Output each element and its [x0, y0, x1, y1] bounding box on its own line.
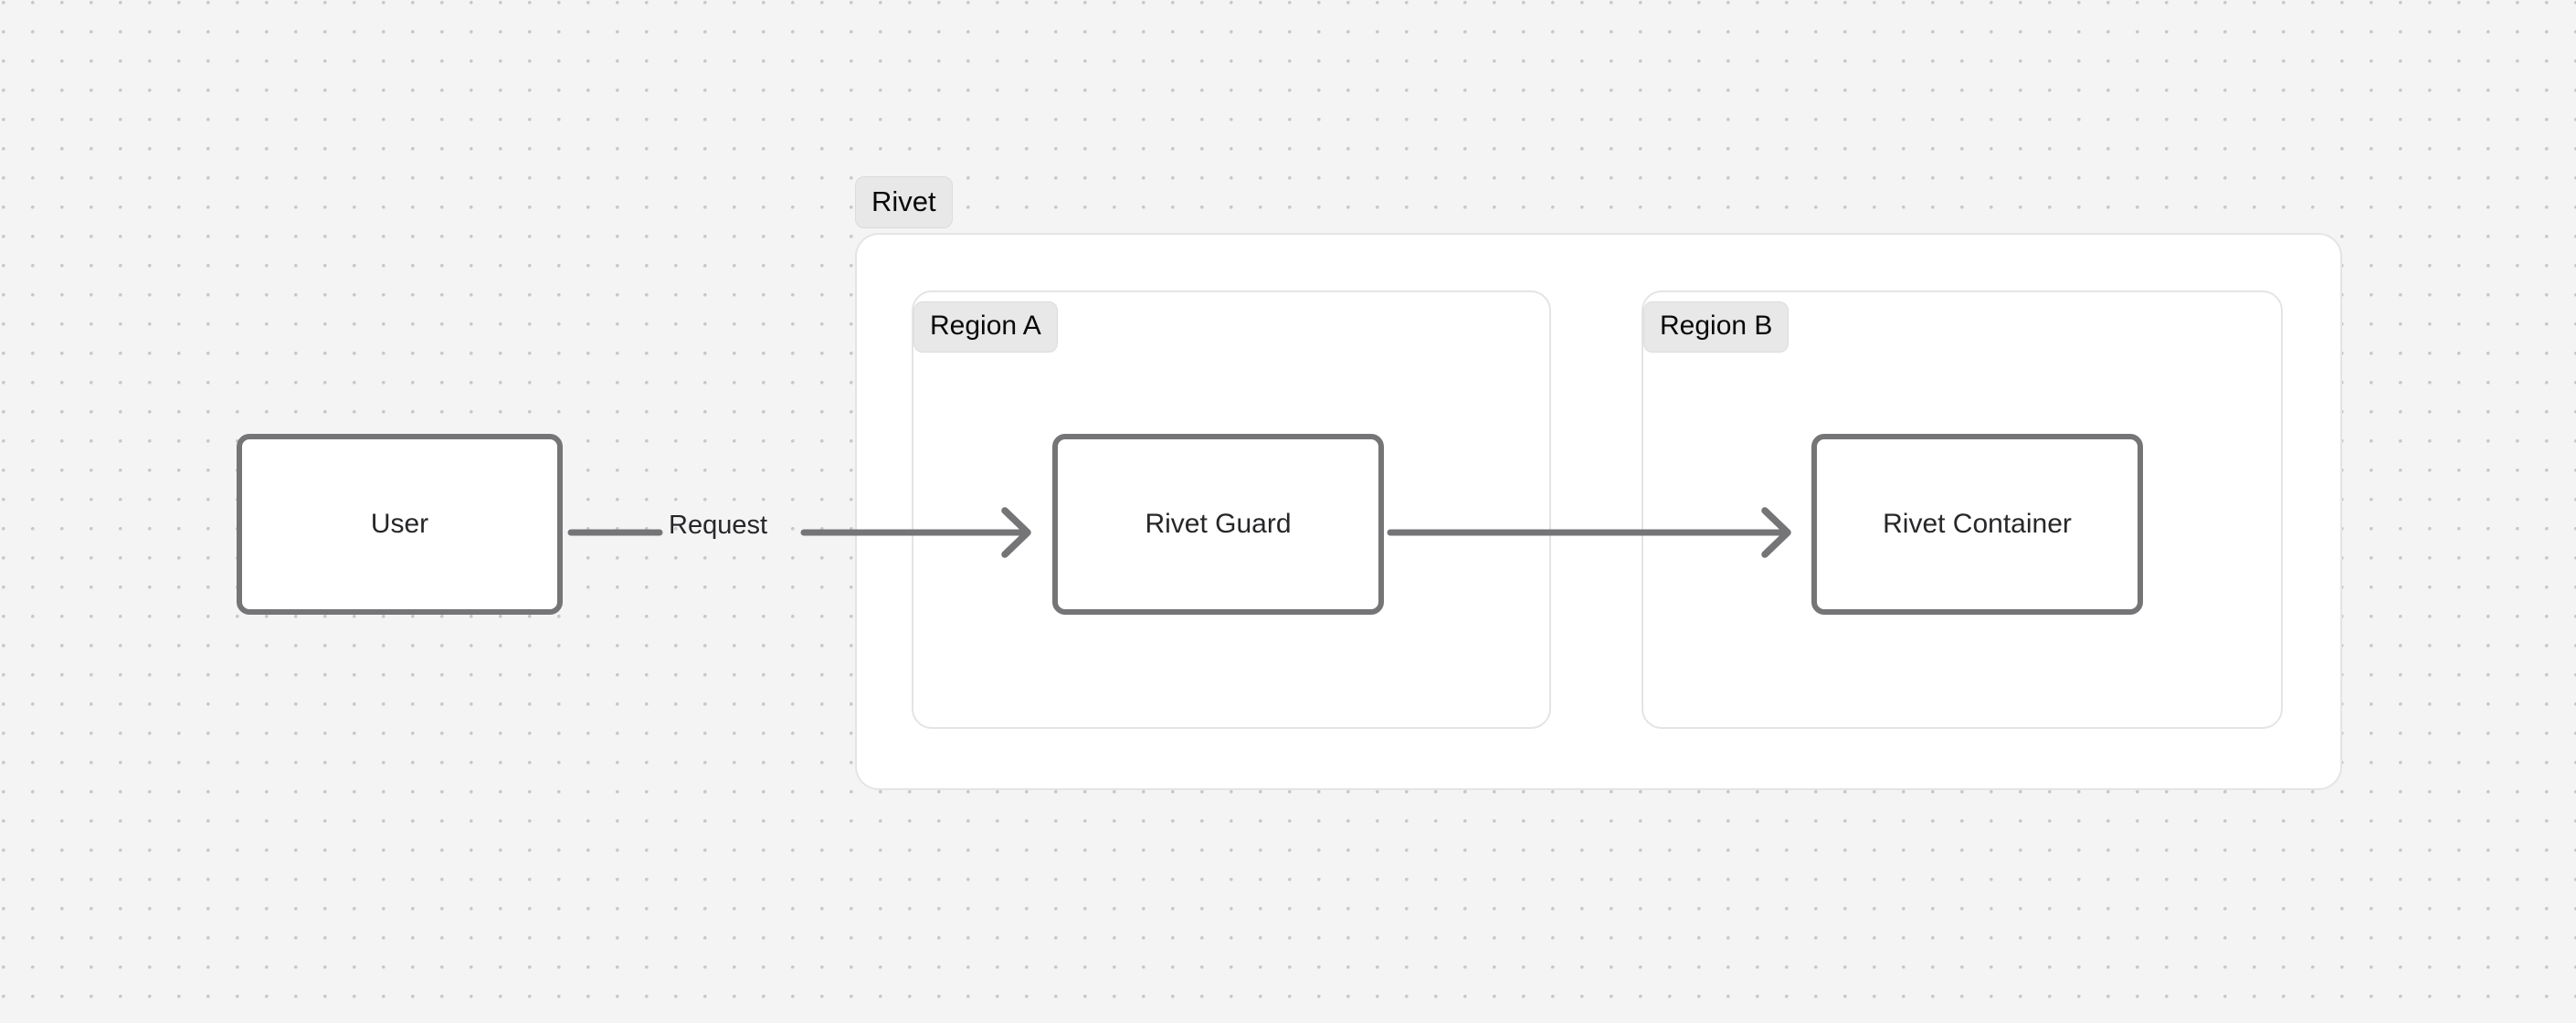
- node-user-label: User: [370, 509, 429, 539]
- node-rivet-guard[interactable]: Rivet Guard: [1052, 434, 1384, 615]
- edge-label-request[interactable]: Request: [669, 511, 768, 540]
- group-label-rivet[interactable]: Rivet: [855, 176, 953, 228]
- node-rivet-guard-label: Rivet Guard: [1145, 509, 1292, 539]
- group-label-region-a[interactable]: Region A: [913, 301, 1058, 353]
- node-rivet-container-label: Rivet Container: [1883, 509, 2072, 539]
- node-user[interactable]: User: [237, 434, 563, 615]
- group-label-region-b[interactable]: Region B: [1643, 301, 1789, 353]
- node-rivet-container[interactable]: Rivet Container: [1811, 434, 2143, 615]
